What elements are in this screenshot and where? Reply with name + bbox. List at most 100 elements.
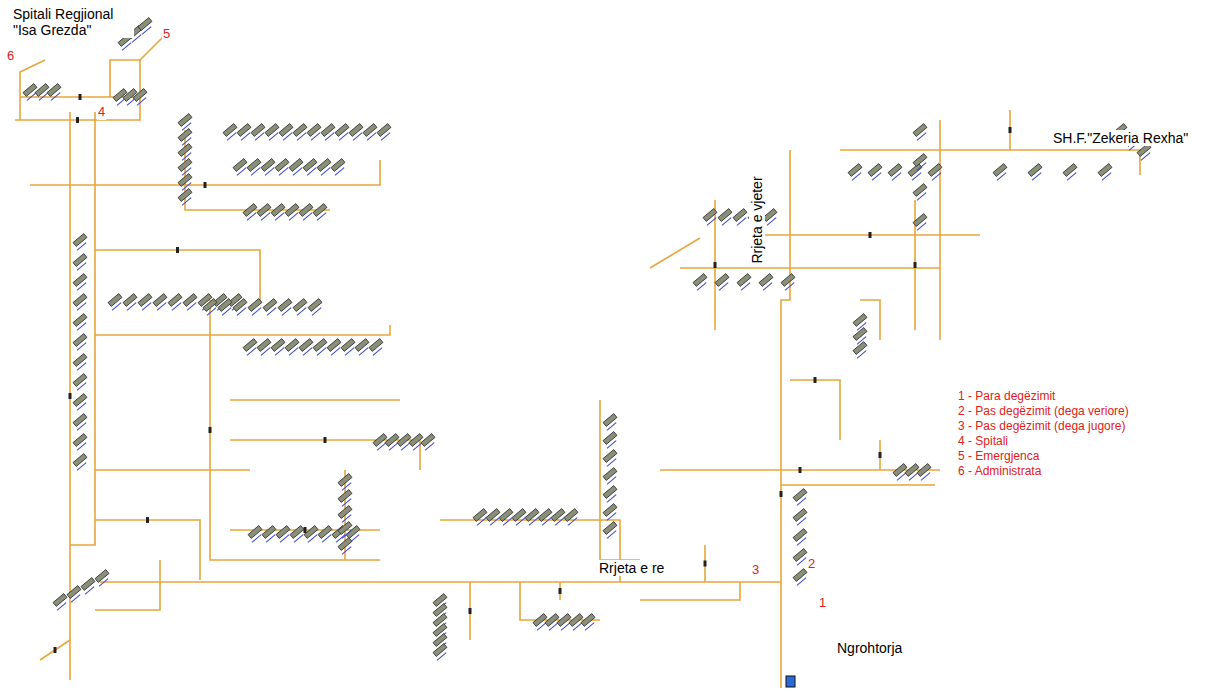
pipe bbox=[781, 484, 935, 486]
consumer-tag bbox=[335, 168, 344, 176]
consumer-body bbox=[67, 586, 81, 599]
consumer-body bbox=[473, 509, 487, 522]
consumer-body bbox=[73, 334, 87, 347]
consumer-symbol bbox=[851, 314, 869, 331]
consumer-symbol bbox=[45, 84, 63, 101]
consumer-tag bbox=[267, 308, 276, 316]
consumer-tag bbox=[401, 443, 410, 451]
consumer-symbol bbox=[431, 644, 449, 661]
pipe bbox=[520, 582, 600, 620]
consumer-body bbox=[525, 509, 539, 522]
consumer-symbol bbox=[601, 486, 619, 503]
consumer-body bbox=[73, 294, 87, 307]
consumer-symbol bbox=[1061, 164, 1079, 181]
consumer-tag bbox=[697, 283, 706, 291]
consumer-body bbox=[538, 509, 552, 522]
consumer-symbol bbox=[336, 474, 354, 491]
consumer-body bbox=[913, 214, 927, 227]
consumer-tag bbox=[317, 213, 326, 221]
consumer-tag bbox=[71, 595, 80, 603]
consumer-body bbox=[73, 314, 87, 327]
consumer-tag bbox=[77, 343, 86, 351]
consumer-tag bbox=[336, 535, 345, 543]
consumer-symbol bbox=[579, 614, 597, 631]
consumer-body bbox=[257, 204, 271, 217]
valve-symbol bbox=[204, 182, 207, 188]
consumer-symbol bbox=[915, 464, 933, 481]
valve-symbol bbox=[69, 393, 72, 399]
callout-number: 4 - Spitali bbox=[957, 435, 1009, 449]
consumer-tag bbox=[607, 495, 616, 503]
consumer-symbol bbox=[71, 454, 89, 471]
consumer-body bbox=[178, 159, 192, 172]
consumer-tag bbox=[142, 27, 151, 35]
consumer-symbol bbox=[273, 159, 291, 176]
consumer-body bbox=[248, 526, 262, 539]
consumer-body bbox=[243, 339, 257, 352]
consumer-body bbox=[993, 164, 1007, 177]
consumer-tag bbox=[542, 518, 551, 526]
consumer-symbol bbox=[791, 489, 809, 506]
consumer-symbol bbox=[791, 509, 809, 526]
consumer-tag bbox=[503, 518, 512, 526]
consumer-tag bbox=[282, 308, 291, 316]
consumer-body bbox=[793, 489, 807, 502]
valve-symbol bbox=[714, 262, 717, 268]
valve-symbol bbox=[879, 452, 882, 458]
valve-symbol bbox=[799, 467, 802, 473]
valve-group bbox=[54, 94, 1012, 653]
consumer-symbol bbox=[601, 450, 619, 467]
consumer-tag bbox=[39, 93, 48, 101]
pipe bbox=[840, 149, 1030, 151]
consumer-symbol bbox=[246, 299, 264, 316]
valve-symbol bbox=[704, 561, 707, 567]
consumer-tag bbox=[187, 303, 196, 311]
consumer-tag bbox=[785, 283, 794, 291]
consumer-tag bbox=[227, 133, 236, 141]
consumer-tag bbox=[317, 348, 326, 356]
consumer-body bbox=[693, 274, 707, 287]
consumer-tag bbox=[377, 443, 386, 451]
consumer-tag bbox=[237, 308, 246, 316]
consumer-body bbox=[349, 124, 363, 137]
valve-symbol bbox=[304, 527, 307, 533]
valve-symbol bbox=[559, 588, 562, 594]
consumer-tag bbox=[261, 213, 270, 221]
pipe bbox=[781, 150, 790, 688]
consumer-symbol bbox=[329, 159, 347, 176]
consumer-body bbox=[317, 159, 331, 172]
consumer-tag bbox=[339, 133, 348, 141]
consumer-symbol bbox=[71, 314, 89, 331]
consumer-tag bbox=[294, 535, 303, 543]
pipe bbox=[230, 440, 420, 470]
consumer-tag bbox=[529, 518, 538, 526]
consumer-tag bbox=[573, 623, 582, 631]
consumer-body bbox=[81, 578, 95, 591]
consumer-body bbox=[512, 509, 526, 522]
consumer-symbol bbox=[791, 529, 809, 546]
consumer-body bbox=[53, 594, 67, 607]
consumer-symbol bbox=[336, 538, 354, 555]
consumer-tag bbox=[737, 218, 746, 226]
consumer-symbol bbox=[131, 89, 149, 106]
consumer-body bbox=[331, 159, 345, 172]
consumer-tag bbox=[897, 473, 906, 481]
consumer-symbol bbox=[1135, 144, 1153, 161]
consumer-symbol bbox=[176, 159, 194, 176]
consumer-tag bbox=[77, 283, 86, 291]
consumer-symbol bbox=[713, 274, 731, 291]
consumer-body bbox=[793, 509, 807, 522]
consumer-tag bbox=[77, 443, 86, 451]
consumer-body bbox=[262, 526, 276, 539]
consumer-body bbox=[335, 124, 349, 137]
consumer-tag bbox=[607, 459, 616, 467]
consumer-body bbox=[73, 234, 87, 247]
consumer-tag bbox=[413, 443, 422, 451]
consumer-symbol bbox=[319, 124, 337, 141]
consumer-tag bbox=[767, 218, 776, 226]
callout-number: 3 bbox=[751, 563, 760, 578]
consumer-tag bbox=[247, 213, 256, 221]
consumer-tag bbox=[585, 623, 594, 631]
consumer-tag bbox=[307, 168, 316, 176]
consumer-symbol bbox=[221, 124, 239, 141]
